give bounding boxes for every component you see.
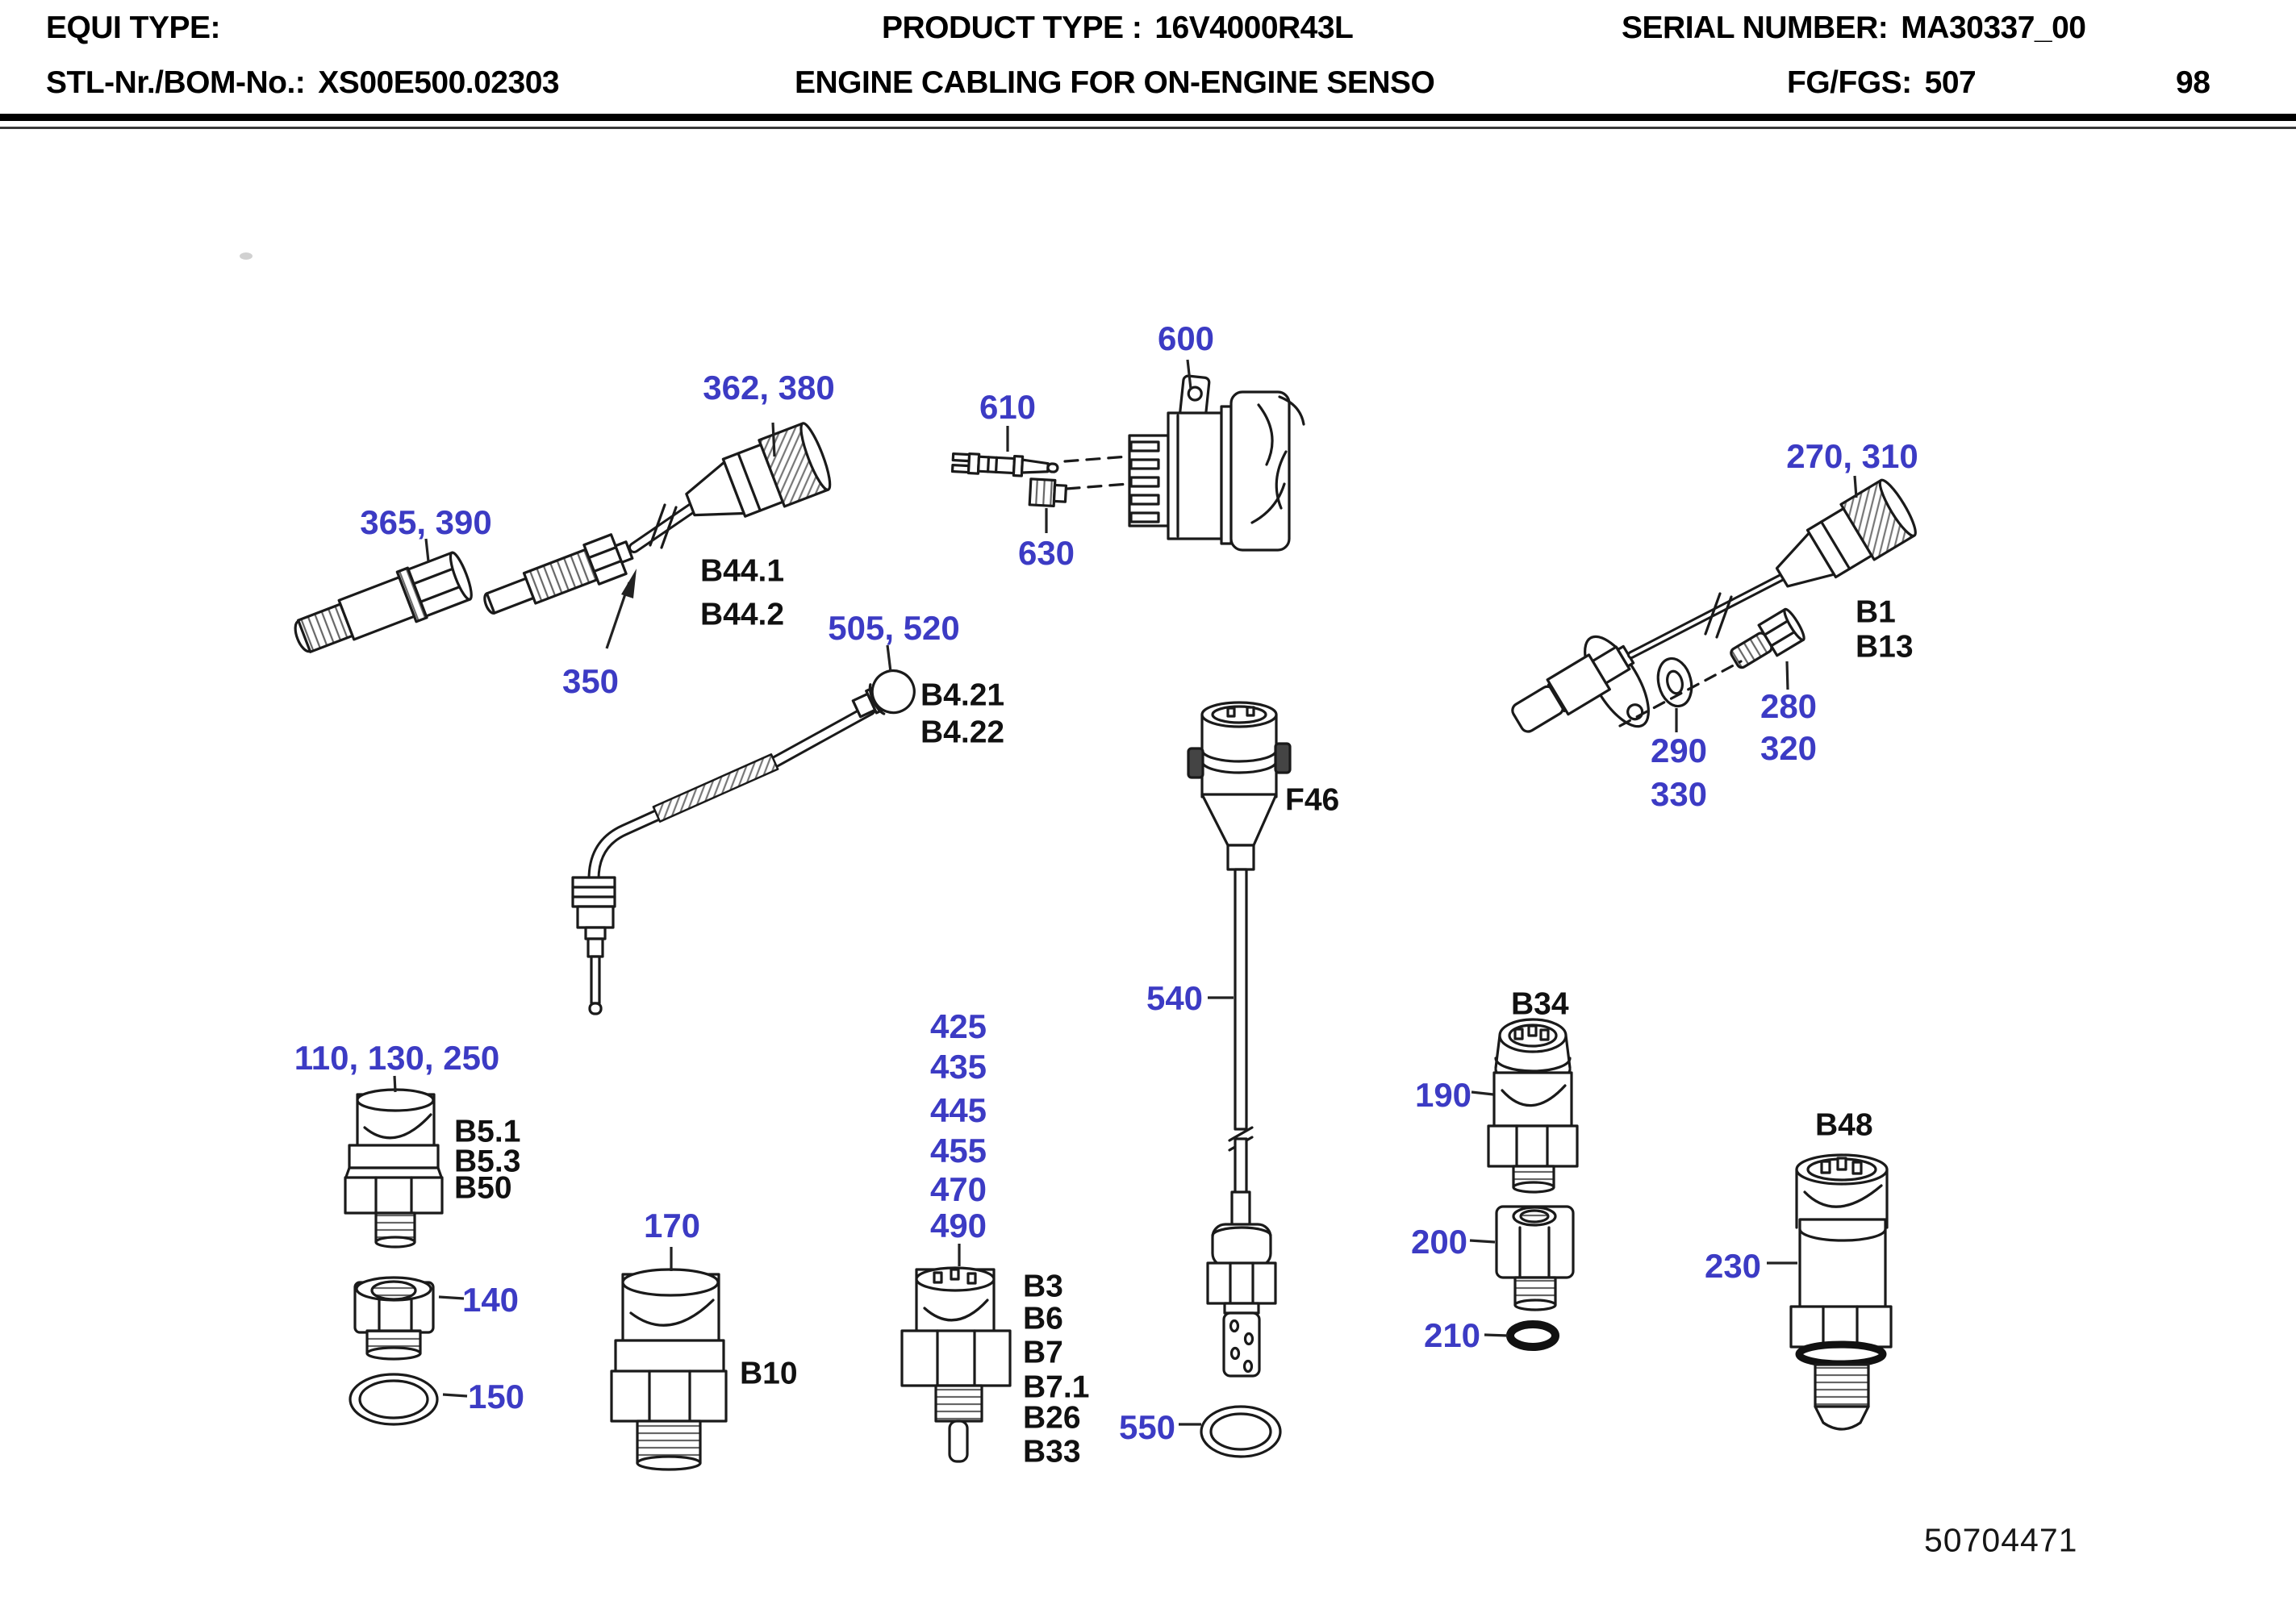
part-ref-b26: B26: [1023, 1400, 1081, 1436]
serial-number: SERIAL NUMBER: MA30337_00: [1622, 10, 2086, 46]
part-ref-b33: B33: [1023, 1434, 1081, 1470]
fg-fgs-label: FG/FGS:: [1787, 65, 1912, 100]
callout-435: 435: [929, 1048, 987, 1086]
callout-540: 540: [1146, 979, 1204, 1017]
connector-600-drawing: [1128, 374, 1305, 552]
header-rule-thick: [0, 114, 2296, 121]
drawing-number: 50704471: [1924, 1521, 2078, 1559]
page-number: 98: [2176, 65, 2210, 101]
part-ref-b13: B13: [1856, 629, 1914, 665]
equi-type: EQUI TYPE:: [46, 10, 221, 46]
stl-bom-value: XS00E500.02303: [318, 65, 560, 100]
part-ref-b6: B6: [1023, 1301, 1063, 1336]
product-type-label: PRODUCT TYPE :: [882, 10, 1142, 45]
b1-connector-drawing: [1775, 478, 1917, 588]
screw-280-drawing: [1730, 607, 1805, 669]
oring-210-drawing: [1506, 1320, 1559, 1351]
part-ref-b4-21: B4.21: [920, 677, 1005, 713]
b1-cable-drawing: [1627, 572, 1789, 659]
callout-630: 630: [1017, 534, 1075, 572]
callout-425: 425: [929, 1007, 987, 1045]
b1-probe-drawing: [1511, 644, 1635, 733]
stl-bom-number: STL-Nr./BOM-No.: XS00E500.02303: [46, 65, 560, 101]
b10-sensor-drawing: [610, 1268, 728, 1471]
part-ref-b4-22: B4.22: [920, 715, 1005, 750]
b44-connector-drawing: [685, 422, 832, 518]
callout-190: 190: [1414, 1076, 1472, 1114]
part-ref-b34: B34: [1511, 986, 1569, 1022]
f46-sensor-drawing: [1187, 701, 1292, 1378]
drawing-title-text: ENGINE CABLING FOR ON-ENGINE SENSO: [795, 65, 1435, 100]
part-ref-b5-3: B5.3: [454, 1144, 521, 1179]
callout-470: 470: [929, 1170, 987, 1208]
part-ref-b3: B3: [1023, 1269, 1063, 1304]
callout-170: 170: [643, 1207, 701, 1244]
part-ref-b50: B50: [454, 1170, 512, 1206]
washer-290-drawing: [1656, 657, 1693, 708]
product-type-value: 16V4000R43L: [1154, 10, 1354, 45]
callout-200: 200: [1410, 1223, 1468, 1261]
callout-230: 230: [1704, 1247, 1762, 1285]
b48-sensor-drawing: [1789, 1153, 1893, 1431]
callout-550: 550: [1118, 1408, 1176, 1446]
callout-270-310: 270, 310: [1786, 437, 1918, 475]
callout-320: 320: [1760, 729, 1818, 767]
fg-fgs-value: 507: [1924, 65, 1977, 100]
part-ref-b44-1: B44.1: [700, 553, 785, 589]
page-number-text: 98: [2176, 65, 2210, 100]
part-ref-b44-2: B44.2: [700, 597, 785, 632]
temp-sensor-drawing: [900, 1266, 1012, 1463]
callout-280: 280: [1760, 687, 1818, 725]
callout-362-380: 362, 380: [703, 369, 835, 406]
part-ref-b5-1: B5.1: [454, 1114, 521, 1149]
callout-445: 445: [929, 1091, 987, 1129]
b44-plug-drawing: [294, 551, 473, 653]
part-ref-b48: B48: [1815, 1107, 1873, 1143]
callout-610: 610: [979, 388, 1037, 426]
scan-smudge: [240, 252, 253, 260]
callout-350: 350: [561, 662, 620, 700]
adapter-200-drawing: [1495, 1205, 1575, 1311]
serial-number-label: SERIAL NUMBER:: [1622, 10, 1889, 45]
assembly-dash-b1: [1618, 660, 1743, 727]
callout-330: 330: [1650, 775, 1708, 813]
callout-505-520: 505, 520: [828, 609, 960, 647]
callout-490: 490: [929, 1207, 987, 1244]
b34-sensor-drawing: [1487, 1018, 1579, 1194]
plug-630-drawing: [1028, 477, 1068, 507]
product-type: PRODUCT TYPE : 16V4000R43L: [882, 10, 1354, 46]
part-ref-f46: F46: [1285, 782, 1340, 818]
callout-600: 600: [1157, 319, 1215, 357]
leader-lines: [393, 359, 1858, 1426]
callout-455: 455: [929, 1132, 987, 1169]
callout-290: 290: [1650, 732, 1708, 769]
nut-140-drawing: [353, 1276, 435, 1361]
fg-fgs: FG/FGS: 507: [1787, 65, 1977, 101]
oring-550-drawing: [1200, 1405, 1282, 1458]
seal-ring-150-drawing: [349, 1373, 439, 1426]
part-ref-b10: B10: [740, 1356, 798, 1391]
header-rule-thin: [0, 127, 2296, 129]
arrow-350-head: [621, 569, 637, 598]
callout-150: 150: [467, 1378, 525, 1415]
assembly-dashes-600: [1063, 455, 1129, 490]
part-ref-b7: B7: [1023, 1335, 1063, 1370]
b5-sensor-drawing: [344, 1088, 444, 1249]
part-ref-b1: B1: [1856, 594, 1896, 630]
b4-probe-drawing: [571, 669, 916, 1015]
drawing-title: ENGINE CABLING FOR ON-ENGINE SENSO: [795, 65, 1435, 101]
serial-number-value: MA30337_00: [1901, 10, 2086, 45]
b44-sensor-body-drawing: [483, 533, 634, 615]
stl-bom-label: STL-Nr./BOM-No.:: [46, 65, 306, 100]
equi-type-label: EQUI TYPE:: [46, 10, 221, 45]
callout-210: 210: [1423, 1316, 1481, 1354]
part-ref-b7-1: B7.1: [1023, 1369, 1090, 1405]
callout-110-130-250: 110, 130, 250: [294, 1039, 500, 1077]
callout-140: 140: [461, 1281, 520, 1319]
pin-610-drawing: [950, 452, 1059, 477]
b44-cable-drawing: [628, 500, 701, 553]
callout-365-390: 365, 390: [360, 503, 492, 541]
